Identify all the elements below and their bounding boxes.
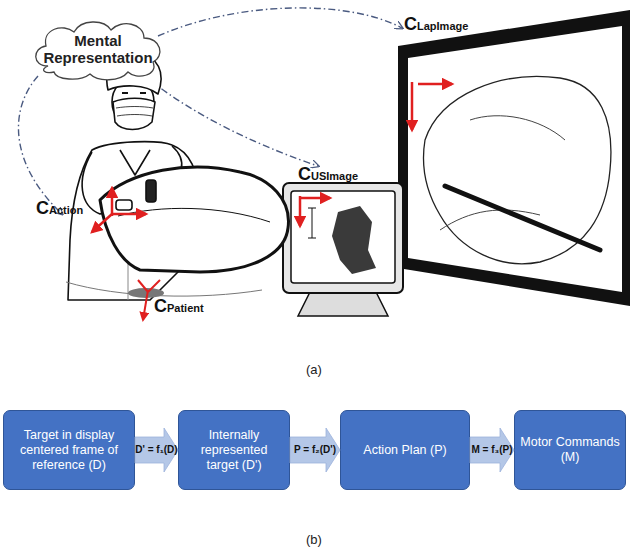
depth-ruler <box>308 208 316 238</box>
dashed-link <box>18 76 62 214</box>
laparoscope-monitor <box>398 10 630 306</box>
surgeon-mask <box>113 98 155 129</box>
instrument-shaft <box>445 186 600 250</box>
block-arrow <box>470 428 514 472</box>
process-box: Internally represented target (D') <box>178 410 290 490</box>
monitor-screen <box>408 26 622 292</box>
block-arrow <box>135 428 178 472</box>
surgeon-eyes <box>122 92 146 94</box>
frame-label: CPatient <box>154 296 204 317</box>
action-frame <box>92 188 146 232</box>
frame-axis <box>148 280 160 292</box>
edge-label: P = f₂(D') <box>294 444 336 455</box>
edge-label: D' = f₁(D) <box>135 444 177 455</box>
edge-label: M = f₃(P) <box>471 444 512 455</box>
patient-drape <box>100 167 288 272</box>
monitor-screen <box>291 191 395 283</box>
patient-outline <box>66 282 262 296</box>
dashed-link <box>158 8 402 36</box>
tissue-line <box>470 116 565 140</box>
frame-axis <box>418 83 452 86</box>
process-box: Motor Commands (M) <box>514 410 626 490</box>
node-text: Internally represented target (D') <box>184 428 284 473</box>
frame-label: CAction <box>36 198 83 219</box>
surgeon <box>66 54 288 300</box>
frame-label: CLapImage <box>404 14 468 35</box>
mask-pleats <box>116 107 153 117</box>
frame-axis <box>138 280 148 292</box>
monitor-stand <box>298 292 388 316</box>
frame-axis <box>299 196 302 226</box>
node-text: Target in display centered frame of refe… <box>9 428 129 473</box>
node-text: Mental Representation <box>28 32 168 67</box>
frame-axis <box>111 188 114 216</box>
frame-axis <box>411 82 414 130</box>
process-box: Target in display centered frame of refe… <box>3 410 135 490</box>
thought-cloud: Mental Representation <box>28 16 168 82</box>
liver-outline <box>423 77 610 264</box>
frame-axis <box>143 290 148 320</box>
process-box: Action Plan (P) <box>340 410 470 490</box>
ultrasound-probe <box>146 180 156 202</box>
block-arrow <box>290 428 340 472</box>
ultrasound-monitor <box>283 183 403 316</box>
ultrasound-blob <box>332 206 376 274</box>
gown-collar <box>120 150 150 175</box>
frame-label: CUSImage <box>298 164 358 185</box>
surgeon-hand <box>116 200 132 210</box>
monitor-bezel <box>398 10 630 306</box>
panel-label: (b) <box>306 532 322 547</box>
node-text: Motor Commands (M) <box>520 435 620 465</box>
frame-axis <box>112 213 146 216</box>
frame-axis <box>300 197 330 200</box>
panel-label: (a) <box>306 362 322 377</box>
frame-axis <box>92 214 112 232</box>
node-text: Action Plan (P) <box>363 443 446 458</box>
monitor-body <box>283 183 403 293</box>
